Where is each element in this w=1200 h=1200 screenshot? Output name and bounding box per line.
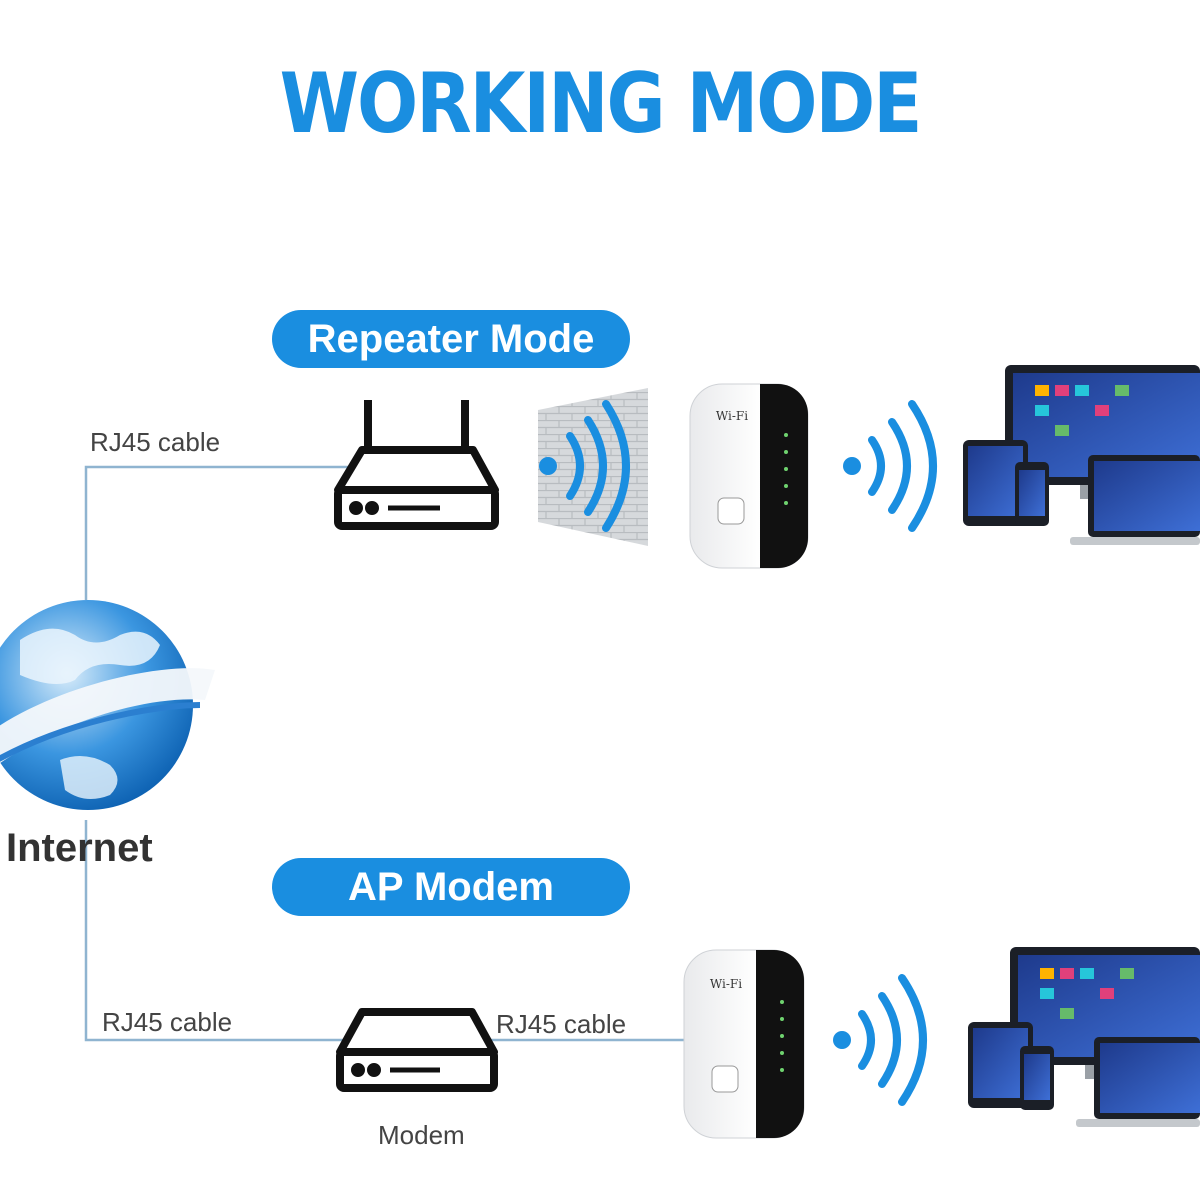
devices-icon: [963, 365, 1200, 545]
brick-wall-icon: [538, 388, 648, 546]
ap-mode-pill: AP Modem: [272, 858, 630, 916]
globe-icon: [0, 600, 215, 810]
cable-label-bottom-right: RJ45 cable: [496, 1009, 627, 1039]
repeater-mode-pill: Repeater Mode: [272, 310, 630, 368]
wifi-signal-icon: [843, 400, 937, 532]
repeater-mode-label: Repeater Mode: [307, 316, 595, 361]
internet-label: Internet: [6, 826, 153, 870]
cable-label-bottom-left: RJ45 cable: [102, 1007, 233, 1037]
modem-label: Modem: [378, 1120, 465, 1150]
repeater-device-icon: Wi-Fi: [689, 383, 809, 569]
cable-label-top: RJ45 cable: [90, 427, 221, 457]
svg-text:Wi-Fi: Wi-Fi: [710, 977, 742, 991]
cable-lines: [84, 465, 690, 1042]
svg-text:Wi-Fi: Wi-Fi: [716, 409, 748, 423]
modem-icon: [336, 1008, 498, 1092]
ap-mode-label: AP Modem: [348, 864, 554, 909]
devices-icon: [968, 947, 1200, 1127]
wifi-signal-icon: [539, 400, 630, 532]
repeater-device-icon: Wi-Fi: [683, 949, 805, 1139]
wifi-signal-icon: [833, 974, 927, 1106]
page-title: WORKING MODE: [279, 55, 923, 152]
router-icon: [334, 400, 499, 530]
